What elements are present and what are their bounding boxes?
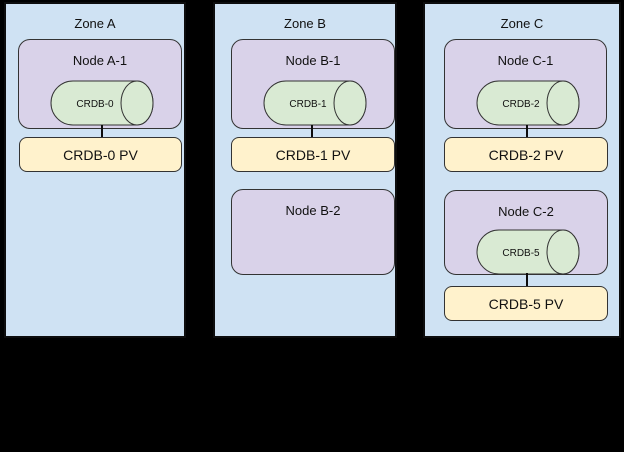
database-label: CRDB-0	[76, 99, 114, 110]
zone-title: Zone A	[74, 16, 116, 31]
database-cylinder: CRDB-5	[476, 229, 580, 275]
node-title: Node B-2	[285, 203, 341, 218]
connector-line	[101, 125, 103, 137]
pv-label: CRDB-5 PV	[488, 295, 564, 312]
node-box-b2: Node B-2	[231, 189, 395, 275]
node-title: Node C-2	[498, 204, 554, 219]
database-cylinder: CRDB-1	[263, 80, 367, 126]
node-box-b1: Node B-1 CRDB-1	[231, 39, 395, 129]
connector-line	[526, 125, 528, 137]
database-label: CRDB-5	[502, 248, 540, 259]
pv-box: CRDB-2 PV	[444, 137, 608, 172]
database-label: CRDB-1	[289, 99, 327, 110]
zone-panel-c: Zone C Node C-1 CRDB-2 CRDB-2 PV Node C-…	[423, 2, 621, 338]
connector-line	[526, 273, 528, 286]
zone-panel-a: Zone A Node A-1 CRDB-0 CRDB-0 PV	[4, 2, 186, 338]
zone-panel-b: Zone B Node B-1 CRDB-1 CRDB-1 PV Node B-…	[213, 2, 397, 338]
zone-title: Zone C	[500, 16, 544, 31]
database-cylinder: CRDB-0	[50, 80, 154, 126]
connector-line	[311, 125, 313, 137]
pv-box: CRDB-0 PV	[19, 137, 182, 172]
node-box-c1: Node C-1 CRDB-2	[444, 39, 607, 129]
pv-label: CRDB-2 PV	[488, 146, 564, 163]
database-cylinder: CRDB-2	[476, 80, 580, 126]
node-title: Node B-1	[285, 53, 341, 68]
pv-box: CRDB-1 PV	[231, 137, 395, 172]
pv-label: CRDB-0 PV	[63, 146, 138, 163]
database-label: CRDB-2	[502, 99, 540, 110]
node-box-a1: Node A-1 CRDB-0	[18, 39, 182, 129]
node-box-c2: Node C-2 CRDB-5	[444, 190, 608, 275]
node-title: Node C-1	[497, 53, 554, 68]
pv-box: CRDB-5 PV	[444, 286, 608, 321]
pv-label: CRDB-1 PV	[275, 146, 351, 163]
zone-title: Zone B	[284, 16, 326, 31]
node-title: Node A-1	[72, 53, 128, 68]
